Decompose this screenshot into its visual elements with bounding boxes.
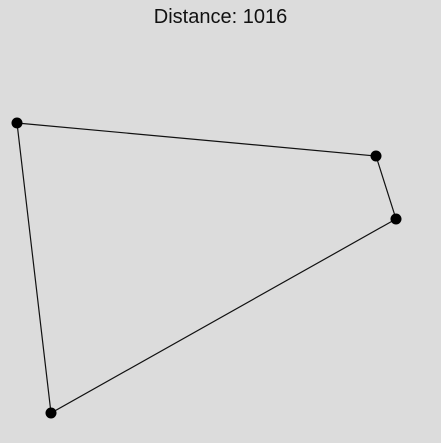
- city-point[interactable]: [390, 213, 402, 225]
- city-point[interactable]: [11, 117, 23, 129]
- city-point[interactable]: [370, 150, 382, 162]
- city-point[interactable]: [45, 407, 57, 419]
- distance-label: Distance: 1016: [153, 6, 288, 28]
- route-path: [16, 122, 397, 414]
